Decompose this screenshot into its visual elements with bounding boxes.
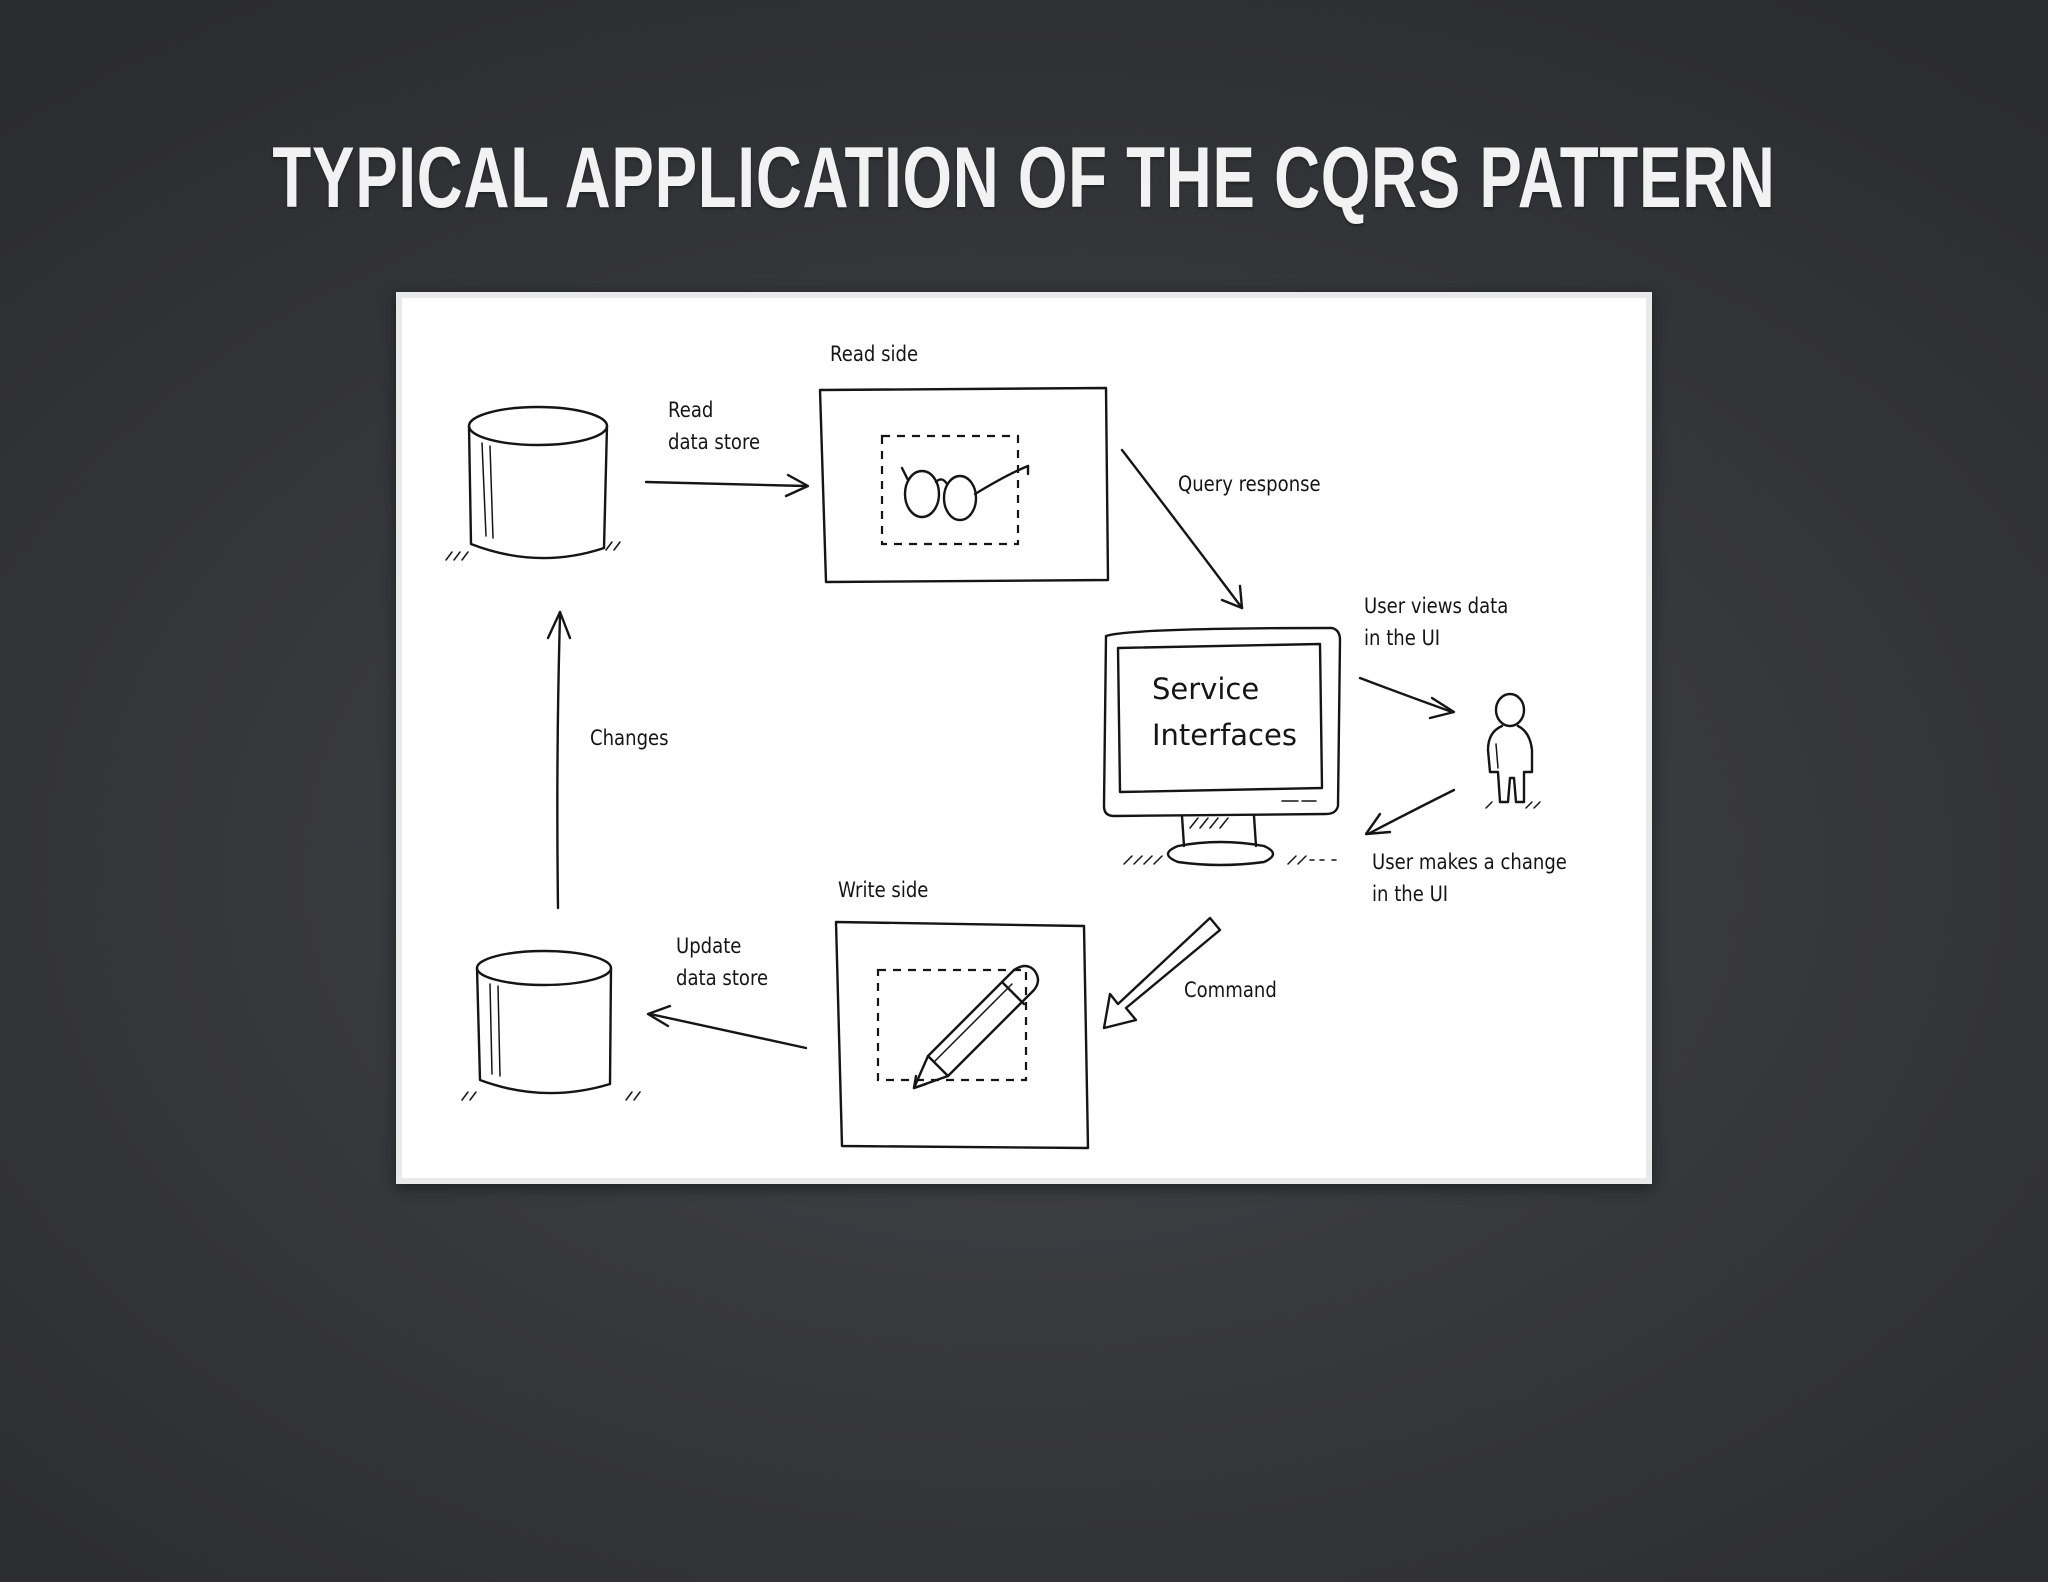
user-makes-change-label-line2: in the UI <box>1372 882 1449 906</box>
service-interfaces-label-line2: Interfaces <box>1152 718 1297 752</box>
update-data-store-arrow <box>646 1004 808 1050</box>
user-views-label-line2: in the UI <box>1364 626 1441 650</box>
diagram-drawing <box>445 386 1541 1150</box>
read-side-label: Read side <box>830 342 919 366</box>
update-data-store-label-line2: data store <box>676 966 769 990</box>
user-makes-change-arrow <box>1364 788 1456 836</box>
command-arrow <box>1102 916 1222 1030</box>
changes-arrow <box>546 610 572 910</box>
changes-label: Changes <box>590 726 669 750</box>
write-side-box <box>834 920 1090 1150</box>
user-makes-change-label-line1: User makes a change <box>1372 850 1567 874</box>
user-views-arrow <box>1358 676 1456 720</box>
diagram-frame: Read side Read data store Query response… <box>396 292 1652 1184</box>
query-response-label: Query response <box>1178 472 1321 496</box>
slide-title: TYPICAL APPLICATION OF THE CQRS PATTERN <box>272 130 1776 226</box>
cqrs-diagram: Read side Read data store Query response… <box>402 298 1646 1178</box>
read-data-store-label-line1: Read <box>668 398 714 422</box>
user-views-label-line1: User views data <box>1364 594 1509 618</box>
write-store-cylinder-icon <box>461 949 641 1101</box>
read-side-box <box>818 386 1110 584</box>
read-data-store-label-line2: data store <box>668 430 761 454</box>
service-interfaces-label-line1: Service <box>1152 672 1260 706</box>
write-side-label: Write side <box>838 878 929 902</box>
read-store-cylinder-icon <box>445 405 621 561</box>
person-icon <box>1485 692 1541 809</box>
monitor-icon <box>1102 626 1342 867</box>
command-label: Command <box>1184 978 1277 1002</box>
query-response-arrow <box>1120 448 1244 610</box>
update-data-store-label-line1: Update <box>676 934 742 958</box>
glasses-icon <box>900 464 1030 522</box>
read-data-store-arrow <box>644 473 810 498</box>
pencil-icon <box>912 964 1040 1090</box>
